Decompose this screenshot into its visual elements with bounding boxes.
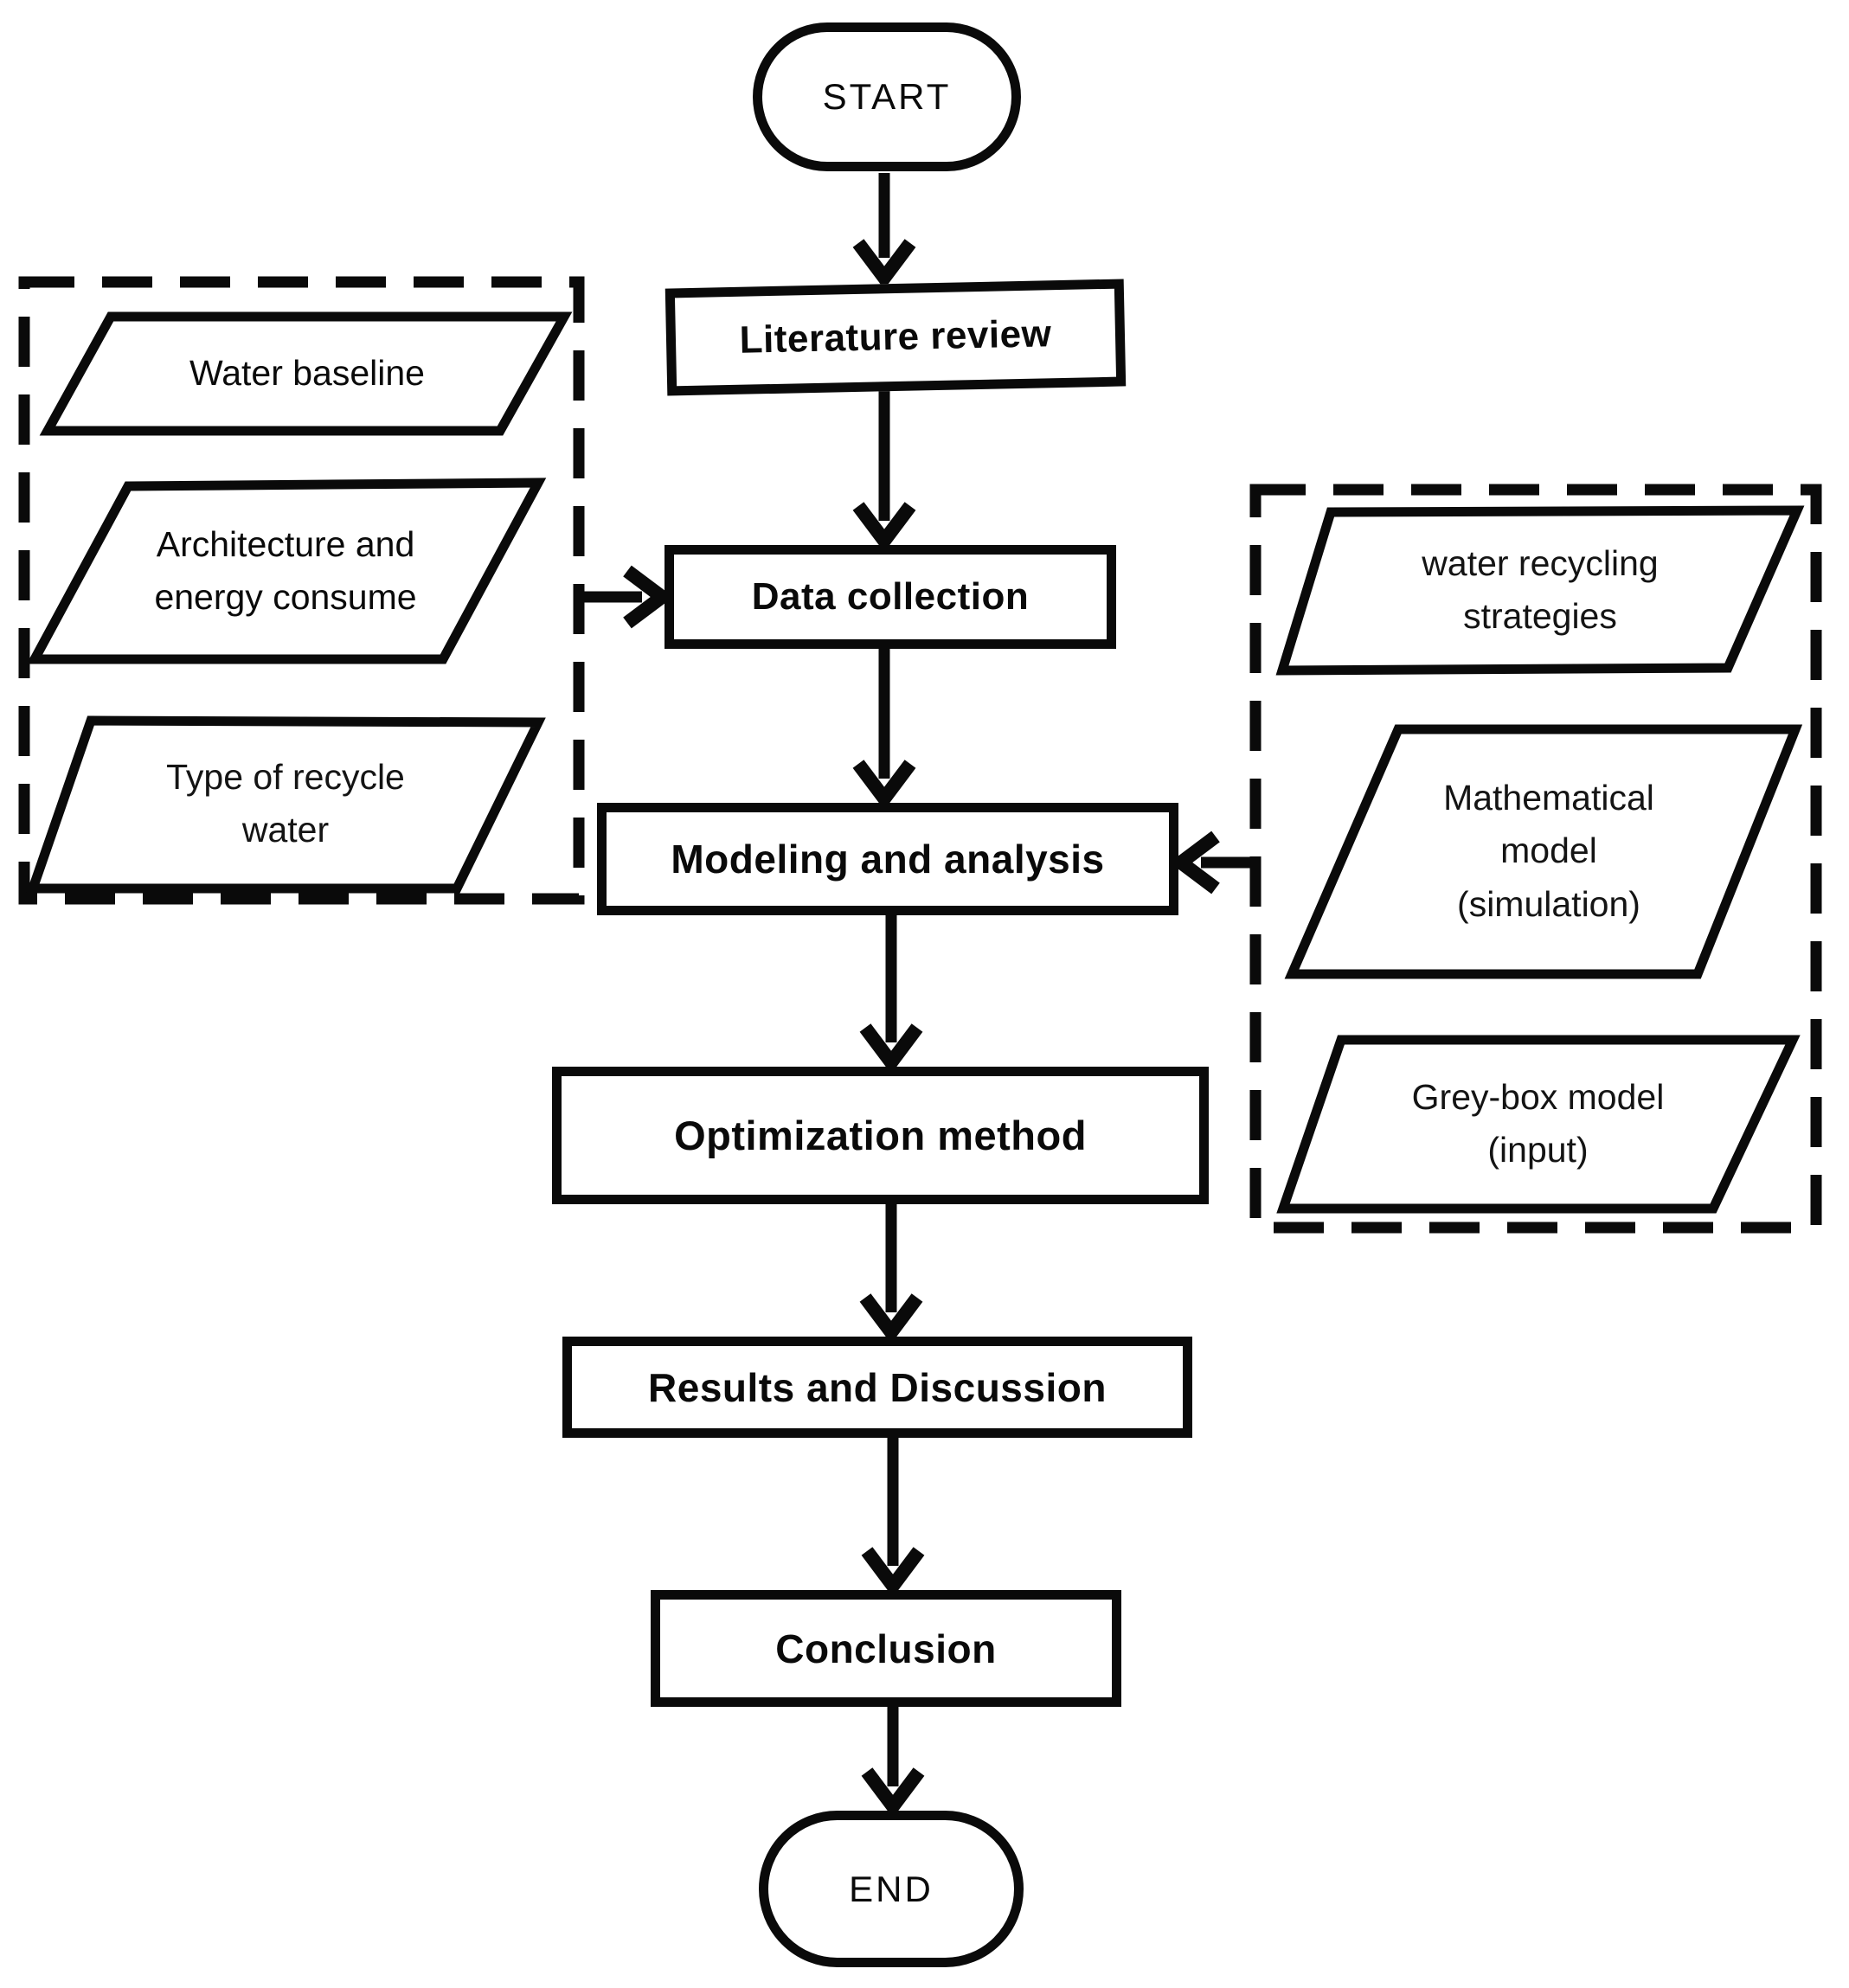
parallelogram-type-recycle-water — [26, 715, 546, 894]
start-label: START — [822, 76, 952, 117]
architecture-energy-line-2: energy consume — [154, 577, 417, 617]
parallelogram-water-baseline — [39, 311, 573, 436]
node-conclusion: Conclusion — [651, 1590, 1121, 1707]
type-recycle-water-line-1: Type of recycle — [166, 756, 405, 797]
water-recycling-line-2: strategies — [1463, 596, 1617, 636]
node-modeling-analysis: Modeling and analysis — [597, 803, 1178, 915]
node-optimization-method: Optimization method — [552, 1067, 1209, 1204]
right-input-water-recycling-strategies: water recycling strategies — [1298, 512, 1782, 668]
right-input-mathematical-model: Mathematical model (simulation) — [1315, 731, 1782, 972]
right-input-grey-box-model: Grey-box model (input) — [1298, 1042, 1778, 1206]
water-recycling-line-1: water recycling — [1422, 542, 1659, 583]
arrow-modeling-to-optimization — [859, 915, 923, 1074]
architecture-energy-line-1: Architecture and — [156, 523, 415, 564]
data-collection-label: Data collection — [751, 575, 1030, 618]
type-recycle-water-line-2: water — [241, 810, 330, 850]
arrow-optimization-to-results — [859, 1204, 923, 1344]
node-end: END — [759, 1811, 1024, 1967]
mathematical-model-line-3: (simulation) — [1457, 883, 1640, 924]
left-inputs-container — [18, 276, 585, 905]
node-start: START — [753, 22, 1021, 171]
conclusion-label: Conclusion — [775, 1626, 997, 1671]
parallelogram-mathematical-model — [1284, 724, 1803, 979]
end-label: END — [849, 1868, 934, 1909]
literature-review-label: Literature review — [739, 312, 1052, 362]
left-input-type-recycle-water: Type of recycle water — [52, 722, 519, 885]
grey-box-model-line-2: (input) — [1487, 1130, 1589, 1170]
optimization-method-label: Optimization method — [674, 1113, 1087, 1158]
water-baseline-line-1: Water baseline — [189, 353, 425, 394]
left-input-architecture-energy: Architecture and energy consume — [52, 486, 519, 656]
arrow-left-inputs-to-data-collection — [584, 565, 674, 629]
left-input-water-baseline: Water baseline — [61, 320, 554, 427]
arrow-results-to-conclusion — [861, 1438, 925, 1598]
arrow-literature-to-data-collection — [852, 391, 916, 553]
arrow-start-to-literature — [852, 173, 916, 290]
mathematical-model-line-1: Mathematical — [1443, 777, 1654, 818]
arrow-right-inputs-to-modeling — [1169, 830, 1254, 895]
parallelogram-water-recycling-strategies — [1275, 505, 1805, 676]
mathematical-model-line-2: model — [1500, 830, 1597, 871]
parallelogram-grey-box-model — [1276, 1035, 1801, 1214]
arrow-conclusion-to-end — [861, 1707, 925, 1818]
right-inputs-container — [1249, 484, 1822, 1234]
modeling-analysis-label: Modeling and analysis — [671, 837, 1105, 882]
node-results-discussion: Results and Discussion — [562, 1337, 1192, 1438]
parallelogram-architecture-energy — [26, 478, 547, 664]
results-discussion-label: Results and Discussion — [648, 1364, 1107, 1410]
arrow-data-collection-to-modeling — [852, 649, 916, 811]
node-data-collection: Data collection — [664, 545, 1116, 649]
node-literature-review: Literature review — [664, 279, 1127, 396]
grey-box-model-line-1: Grey-box model — [1411, 1076, 1665, 1117]
